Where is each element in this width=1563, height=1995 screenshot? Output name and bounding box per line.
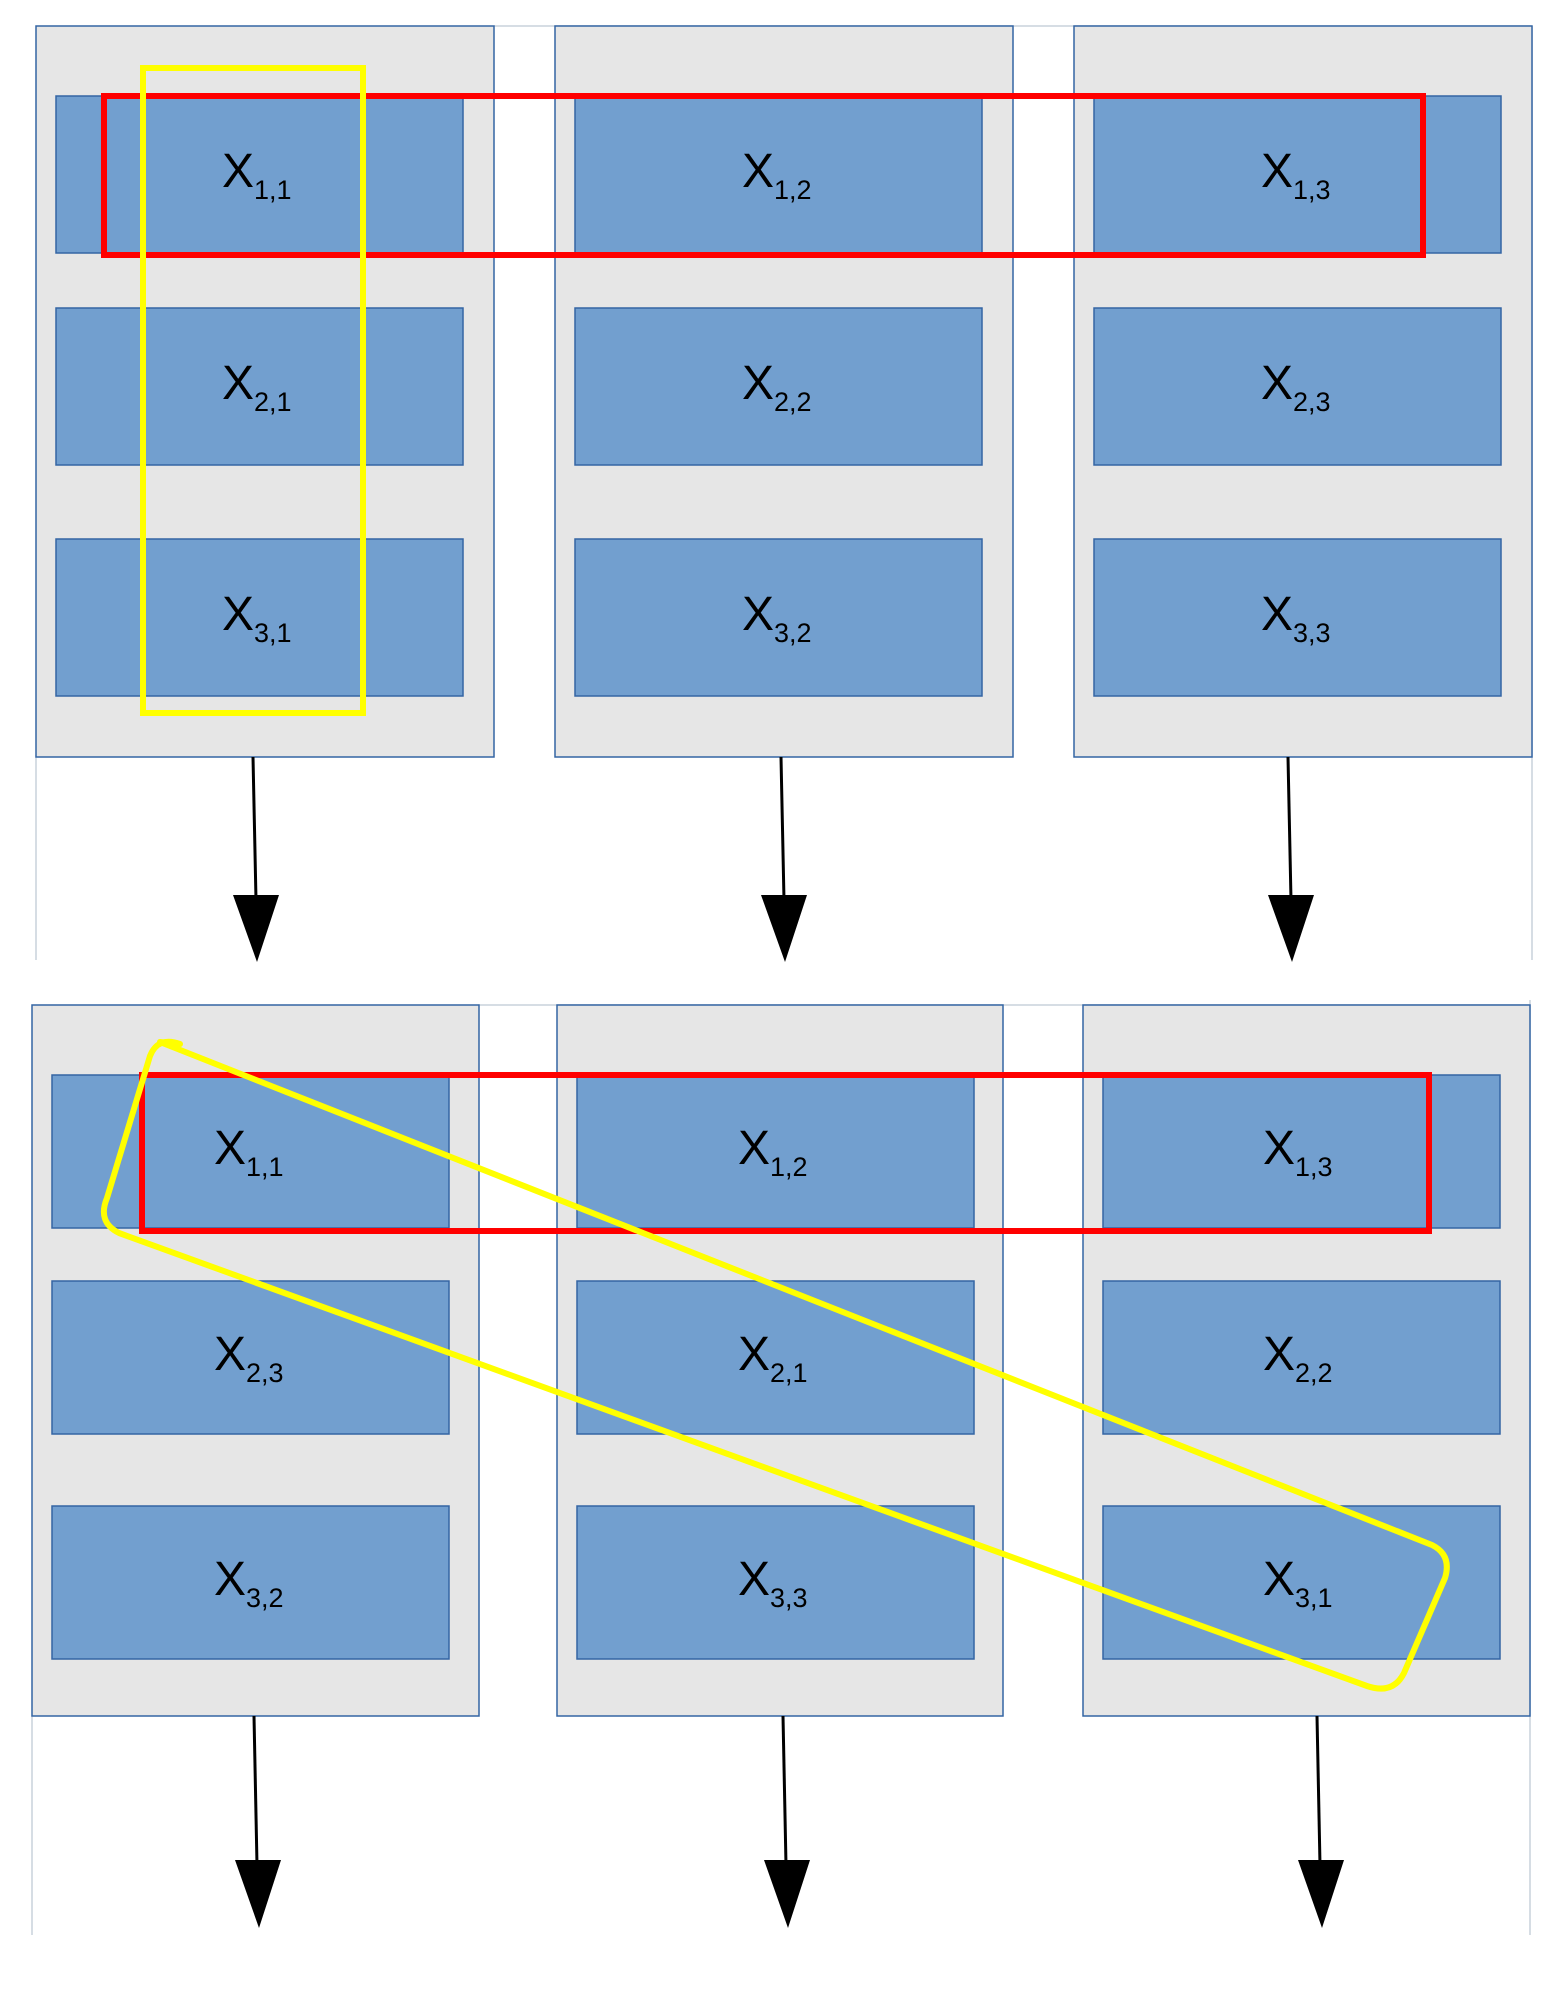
bottom-arrow-2-head — [764, 1860, 810, 1928]
top-arrow-3-head — [1268, 895, 1314, 962]
bottom-label-2-2: X2,1 — [738, 1328, 808, 1388]
bottom-cell-2-3 — [576, 1505, 975, 1660]
bottom-label-3-2: X2,2 — [1263, 1328, 1333, 1388]
bottom-arrow-2 — [781, 1715, 788, 1866]
top-cell-1-2 — [55, 307, 464, 466]
top-red-row-highlight — [101, 93, 1426, 258]
top-column-1: X1,1 X2,1 X3,1 — [35, 25, 495, 758]
bottom-label-2-1: X1,2 — [738, 1122, 808, 1182]
top-label-1-3: X3,1 — [222, 588, 292, 648]
bottom-column-1: X1,1 X2,3 X3,2 — [31, 1004, 480, 1717]
top-cell-3-1 — [1093, 95, 1502, 254]
bottom-cell-1-3 — [51, 1505, 450, 1660]
top-grid: X1,1 X2,1 X3,1 X1,2 X2,2 X3,2 X1,3 X2,3 … — [35, 25, 1533, 962]
top-arrow-1-head — [233, 895, 279, 962]
top-column-2: X1,2 X2,2 X3,2 — [554, 25, 1014, 758]
bottom-label-3-3: X3,1 — [1263, 1553, 1333, 1613]
top-arrow-1 — [251, 756, 258, 901]
bottom-cell-3-2 — [1102, 1280, 1501, 1435]
top-cell-1-3 — [55, 538, 464, 697]
top-arrow-2-head — [761, 895, 807, 962]
bottom-arrow-1 — [252, 1715, 259, 1866]
top-label-1-2: X2,1 — [222, 357, 292, 417]
bottom-label-3-1: X1,3 — [1263, 1122, 1333, 1182]
top-column-3: X1,3 X2,3 X3,3 — [1073, 25, 1533, 758]
top-label-2-2: X2,2 — [742, 357, 812, 417]
bottom-label-1-2: X2,3 — [214, 1328, 284, 1388]
bottom-arrow-3-head — [1298, 1860, 1344, 1928]
top-cell-3-2 — [1093, 307, 1502, 466]
top-label-3-1: X1,3 — [1261, 145, 1331, 205]
bottom-arrow-1-head — [235, 1860, 281, 1928]
bottom-yellow-diagonal-highlight — [101, 1038, 1450, 1692]
bottom-label-1-3: X3,2 — [214, 1553, 284, 1613]
top-cell-2-2 — [574, 307, 983, 466]
bottom-column-3: X1,3 X2,2 X3,1 — [1082, 1004, 1531, 1717]
bottom-grid: X1,1 X2,3 X3,2 X1,2 X2,1 X3,3 X1,3 X2,2 … — [31, 1004, 1531, 1928]
bottom-cell-2-2 — [576, 1280, 975, 1435]
top-yellow-column-highlight — [140, 65, 366, 716]
top-cell-3-3 — [1093, 538, 1502, 697]
bottom-column-2: X1,2 X2,1 X3,3 — [556, 1004, 1004, 1717]
top-label-2-3: X3,2 — [742, 588, 812, 648]
top-cell-2-1 — [574, 95, 983, 254]
top-label-1-1: X1,1 — [222, 145, 292, 205]
top-arrow-2 — [779, 756, 786, 901]
bottom-cell-3-1 — [1102, 1074, 1501, 1229]
top-arrow-3 — [1286, 756, 1293, 901]
top-cell-1-1 — [55, 95, 464, 254]
bottom-red-row-highlight — [139, 1072, 1432, 1234]
bottom-arrow-3 — [1315, 1715, 1322, 1866]
bottom-cell-3-3 — [1102, 1505, 1501, 1660]
bottom-cell-1-2 — [51, 1280, 450, 1435]
bottom-label-2-3: X3,3 — [738, 1553, 808, 1613]
top-label-3-3: X3,3 — [1261, 588, 1331, 648]
top-label-3-2: X2,3 — [1261, 357, 1331, 417]
top-label-2-1: X1,2 — [742, 145, 812, 205]
top-cell-2-3 — [574, 538, 983, 697]
bottom-label-1-1: X1,1 — [214, 1122, 284, 1182]
